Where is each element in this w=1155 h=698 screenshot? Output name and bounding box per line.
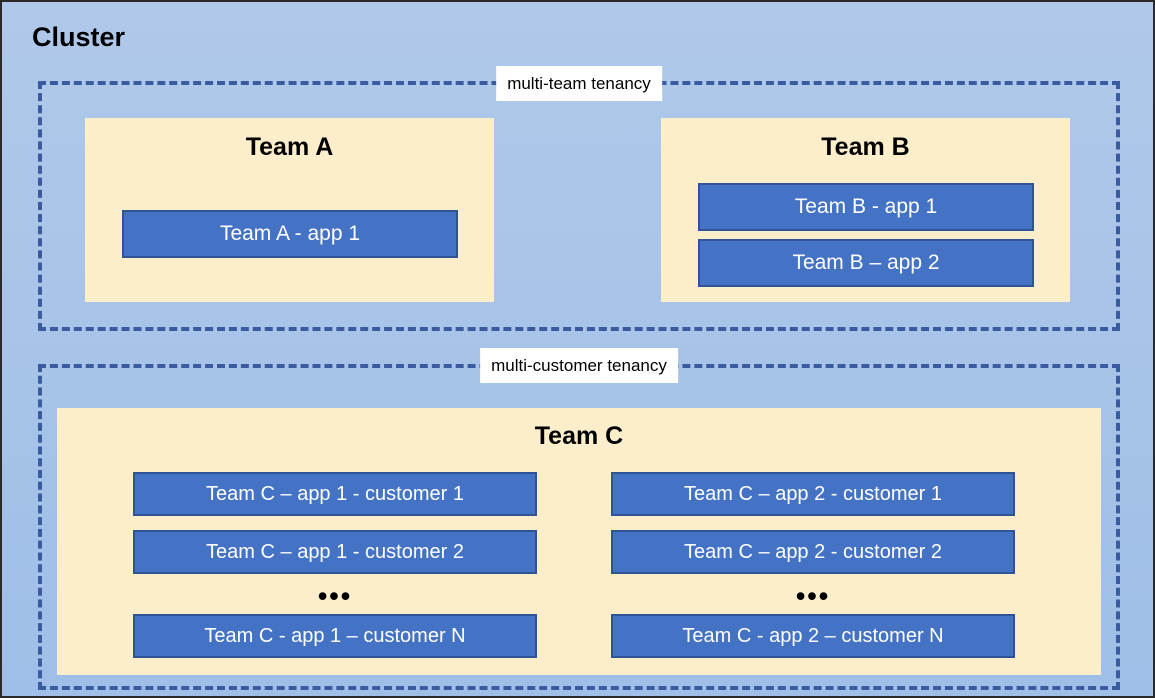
app-box-team-c-app-2-customer-2[interactable]: Team C – app 2 - customer 2 bbox=[611, 530, 1015, 574]
region-multi-customer-tenancy: multi-customer tenancy bbox=[38, 348, 1120, 690]
region-multi-team-tenancy: multi-team tenancy bbox=[38, 66, 1120, 331]
team-c-heading: Team C bbox=[534, 422, 624, 450]
app-box-team-c-app-2-customer-n[interactable]: Team C - app 2 – customer N bbox=[611, 614, 1015, 658]
app-box-team-c-app-1-customer-n[interactable]: Team C - app 1 – customer N bbox=[133, 614, 537, 658]
cluster-title: Cluster bbox=[32, 22, 126, 52]
team-a-heading: Team A bbox=[245, 133, 334, 161]
ellipsis-team-c-app-1: ••• bbox=[317, 581, 353, 611]
region-multi-customer-tenancy-label: multi-customer tenancy bbox=[480, 348, 678, 383]
region-multi-team-tenancy-label: multi-team tenancy bbox=[496, 66, 662, 101]
team-b-box: Team B Team B - app 1 Team B – app 2 bbox=[661, 118, 1070, 302]
app-box-team-b-app-1[interactable]: Team B - app 1 bbox=[698, 183, 1034, 231]
team-c-box: Team C Team C – app 1 - customer 1 Team … bbox=[57, 408, 1101, 675]
team-a-box: Team A Team A - app 1 bbox=[85, 118, 494, 302]
app-box-team-c-app-1-customer-2[interactable]: Team C – app 1 - customer 2 bbox=[133, 530, 537, 574]
app-box-team-b-app-2[interactable]: Team B – app 2 bbox=[698, 239, 1034, 287]
app-box-team-c-app-1-customer-1[interactable]: Team C – app 1 - customer 1 bbox=[133, 472, 537, 516]
team-b-heading: Team B bbox=[821, 133, 910, 161]
app-box-team-a-app-1[interactable]: Team A - app 1 bbox=[122, 210, 458, 258]
ellipsis-team-c-app-2: ••• bbox=[795, 581, 831, 611]
app-box-team-c-app-2-customer-1[interactable]: Team C – app 2 - customer 1 bbox=[611, 472, 1015, 516]
